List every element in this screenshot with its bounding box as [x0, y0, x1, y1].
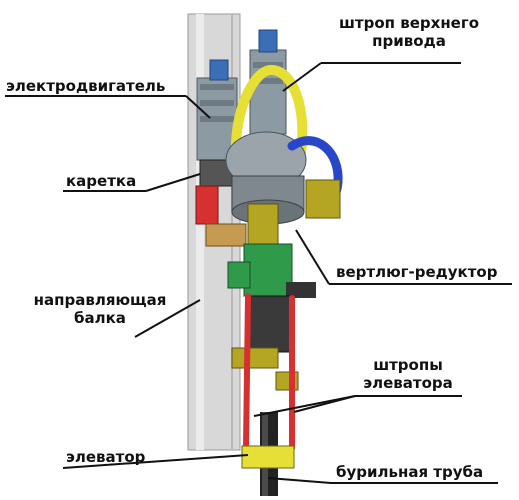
label-elevator-links: штропы элеватора	[355, 356, 461, 392]
top-drive-link	[230, 65, 308, 190]
label-top-drive-link-line2: привода	[372, 32, 446, 50]
label-swivel-gearbox: вертлюг-редуктор	[336, 263, 498, 281]
swivel-gearbox	[227, 243, 316, 298]
label-guide-beam: направляющая балка	[26, 291, 174, 327]
label-elevator: элеватор	[66, 448, 146, 466]
pipe-handler	[231, 295, 299, 391]
label-guide-beam-line1: направляющая	[33, 291, 167, 309]
elevator-links	[243, 293, 295, 451]
label-top-drive-link-line1: штроп верхнего	[338, 14, 479, 32]
label-carriage: каретка	[66, 172, 137, 190]
label-motor: электродвигатель	[6, 77, 166, 95]
label-top-drive-link: штроп верхнего привода	[321, 14, 497, 50]
label-guide-beam-line2: балка	[74, 309, 126, 327]
label-drill-pipe: бурильная труба	[336, 463, 484, 481]
label-elevator-links-line2: элеватора	[363, 374, 453, 392]
leader-lines	[5, 62, 512, 484]
elevator-body	[241, 445, 295, 469]
label-elevator-links-line1: штропы	[373, 356, 443, 374]
gearbox-blocks	[247, 179, 341, 245]
